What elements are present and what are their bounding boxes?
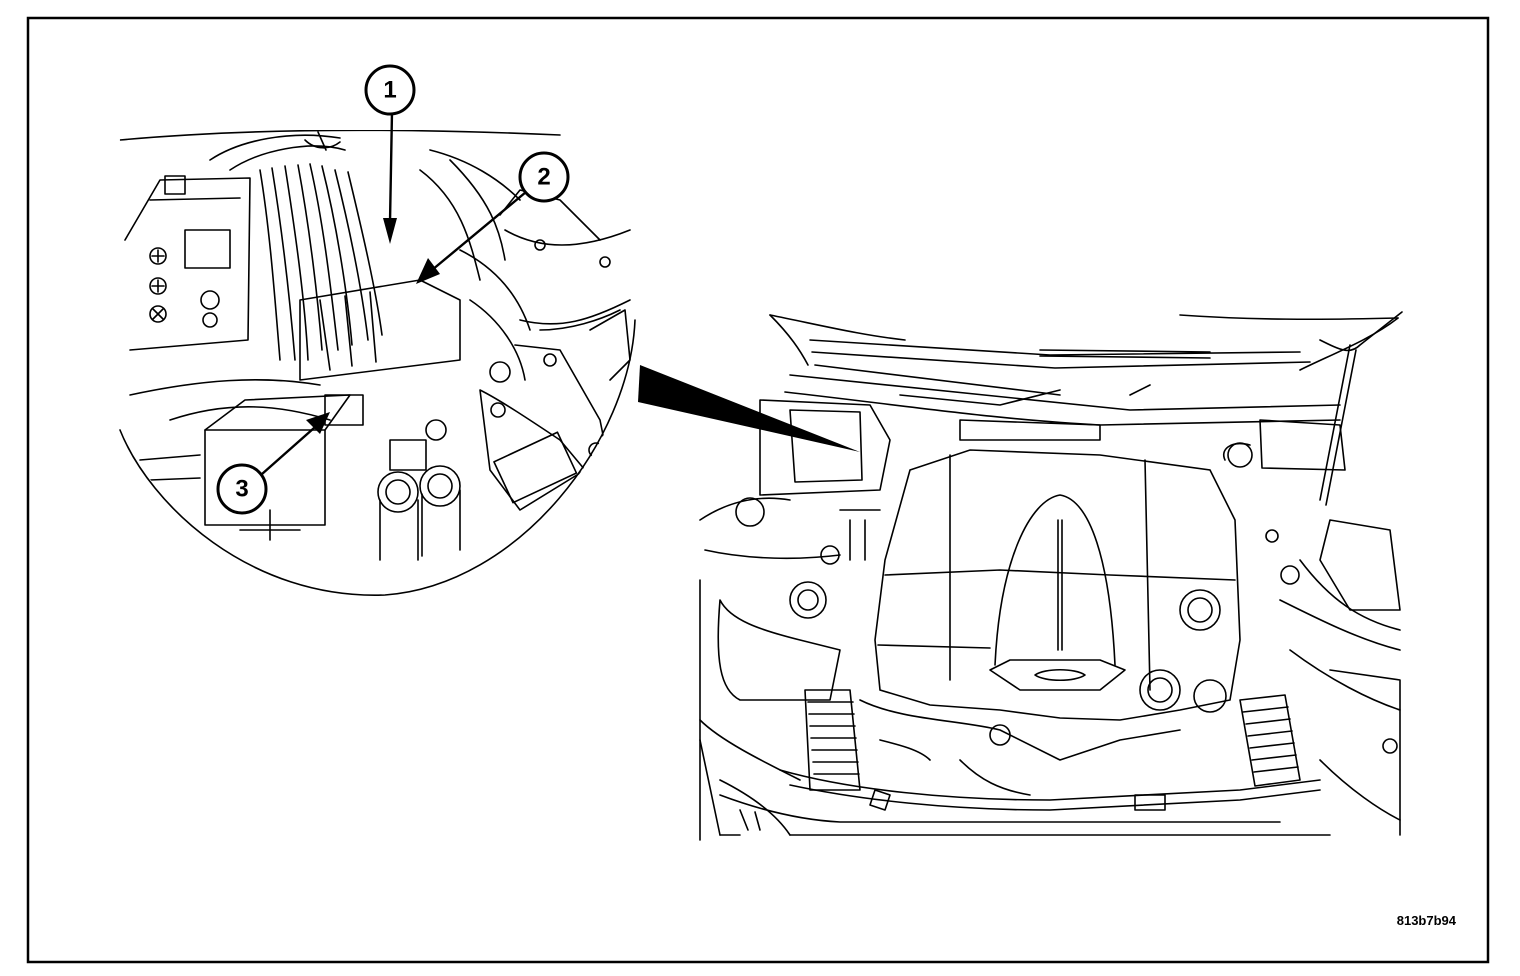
- callout-3: 3: [216, 463, 268, 515]
- detail-inset-outline: [119, 319, 636, 596]
- engine-overview: [699, 311, 1403, 841]
- callout-3-label: 3: [235, 476, 248, 503]
- inset-artwork: [119, 130, 631, 561]
- callout-1: 1: [364, 64, 416, 116]
- figure-border: [26, 16, 1490, 964]
- callout-3-arrowhead: [306, 412, 330, 434]
- callout-2: 2: [518, 151, 570, 203]
- callout-2-label: 2: [537, 164, 550, 191]
- callout-3-leader: [260, 426, 316, 476]
- figure-id: 813b7b94: [1397, 913, 1457, 928]
- callout-1-leader: [388, 110, 394, 224]
- callout-2-leader: [430, 190, 528, 272]
- callout-2-circle: [518, 151, 570, 203]
- callout-arrows: [260, 110, 528, 476]
- callout-2-arrowhead: [416, 258, 440, 284]
- callout-1-arrowhead: [383, 218, 397, 244]
- callout-1-label: 1: [383, 77, 396, 104]
- callout-1-circle: [364, 64, 416, 116]
- callout-3-circle: [216, 463, 268, 515]
- detail-inset: [119, 130, 636, 596]
- locator-pointer: [638, 365, 860, 452]
